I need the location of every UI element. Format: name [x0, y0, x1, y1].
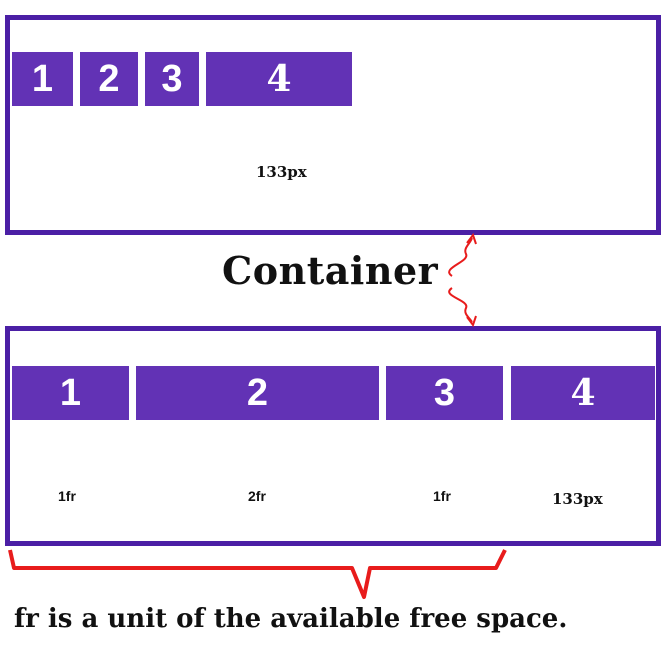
container-label: Container [222, 248, 439, 293]
bottom-item-2-size-label: 2fr [248, 488, 266, 504]
bottom-item-3-size-label: 1fr [433, 488, 451, 504]
bottom-item-4-size-label: 133px [552, 490, 603, 508]
arrowhead-up [466, 232, 477, 245]
bottom-grid-item-1: 1 [12, 366, 129, 420]
top-item-4-size-label: 133px [256, 163, 307, 181]
curly-arrow-up [448, 237, 473, 277]
top-grid-item-3: 3 [145, 52, 199, 106]
arrowhead-down [466, 315, 477, 328]
top-grid-container [5, 15, 661, 235]
top-grid-item-2: 2 [80, 52, 138, 106]
bottom-item-1-size-label: 1fr [58, 488, 76, 504]
top-grid-item-4: 4 [206, 52, 352, 106]
top-grid-item-1: 1 [12, 52, 73, 106]
bottom-grid-item-3: 3 [386, 366, 503, 420]
curly-arrow-down [448, 287, 473, 323]
bottom-grid-item-4: 4 [511, 366, 655, 420]
caption: fr is a unit of the available free space… [14, 604, 568, 634]
free-space-brace [8, 549, 507, 599]
bottom-grid-container [5, 326, 661, 546]
bottom-grid-item-2: 2 [136, 366, 379, 420]
